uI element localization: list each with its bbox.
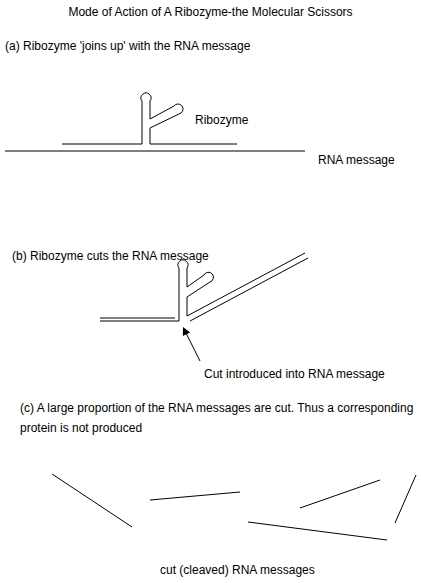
rna-fragment-left xyxy=(100,318,175,319)
rna-message-strand xyxy=(5,151,305,152)
callout-label: Cut introduced into RNA message xyxy=(204,364,414,384)
rna-fragment-right xyxy=(190,258,308,321)
panel-heading: (b) Ribozyme cuts the RNA message xyxy=(12,246,412,266)
cut-ribozyme-complex xyxy=(100,253,305,321)
rna-fragment xyxy=(300,480,380,508)
panel-heading: (a) Ribozyme 'joins up' with the RNA mes… xyxy=(5,36,415,56)
caption-label: cut (cleaved) RNA messages xyxy=(160,560,410,580)
diagram-title: Mode of Action of A Ribozyme-the Molecul… xyxy=(0,2,421,22)
rna-fragment xyxy=(52,474,132,527)
part-label: RNA message xyxy=(318,150,416,170)
cut-arrowhead xyxy=(183,327,190,336)
rna-fragment xyxy=(150,492,240,500)
cut-leader-line xyxy=(185,331,200,361)
rna-fragment xyxy=(248,522,387,540)
rna-fragment xyxy=(395,475,416,523)
part-label: Ribozyme xyxy=(195,110,295,130)
panel-heading: (c) A large proportion of the RNA messag… xyxy=(20,398,415,438)
